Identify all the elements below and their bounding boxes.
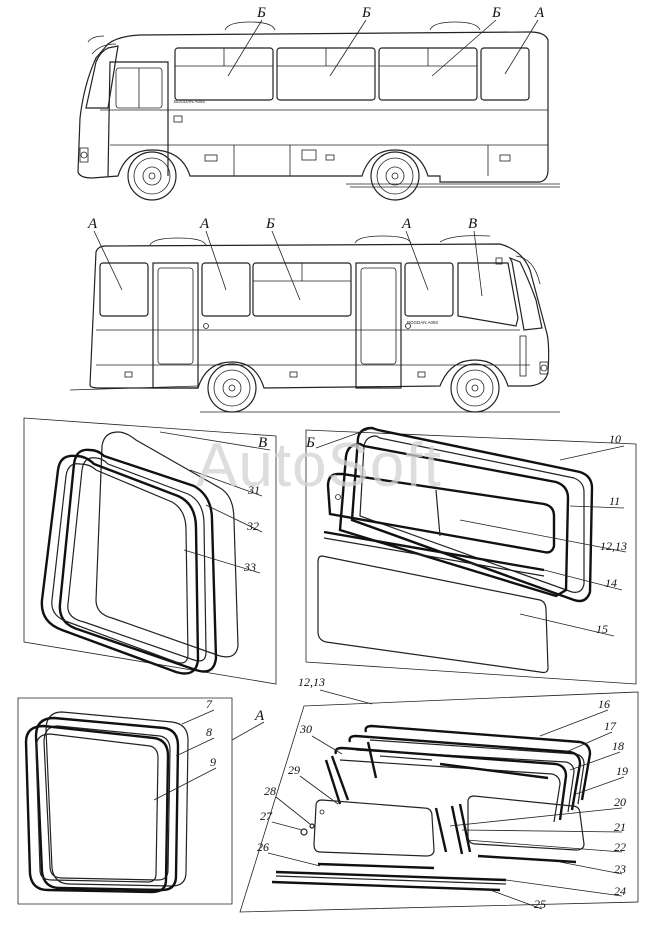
callout-12-13: 12,13 (600, 539, 627, 553)
callout-7: 7 (206, 697, 213, 711)
panel-view-v (23, 417, 277, 685)
bus-side-view-top: BOGDAN A092 (77, 21, 560, 201)
wheel-icon (370, 151, 420, 201)
callout-33: 33 (243, 560, 256, 574)
callout-24: 24 (614, 884, 626, 898)
bus-top-labels: Б Б Б А (227, 5, 545, 77)
panel-view-b (305, 426, 637, 685)
callout-17: 17 (604, 719, 617, 733)
callout-8: 8 (206, 725, 212, 739)
panel-v-labels: В 31 32 33 (159, 431, 271, 574)
label-a-1: А (534, 5, 545, 21)
label-a-3: А (199, 216, 210, 232)
wheel-icon (207, 363, 257, 413)
view-label-b: Б (305, 435, 315, 451)
callout-21: 21 (614, 820, 626, 834)
label-b-1: Б (256, 5, 266, 21)
label-b-3: Б (491, 5, 501, 21)
callout-31: 31 (247, 483, 260, 497)
bus-brand-text: BOGDAN A092 (407, 320, 439, 325)
callout-25: 25 (534, 897, 546, 911)
callout-9: 9 (210, 755, 216, 769)
bus-brand-text: BOGDAN A092 (174, 99, 206, 104)
panel-a-labels: А 7 8 9 (153, 697, 265, 801)
view-label-12-13: 12,13 (298, 675, 325, 689)
label-b-2: Б (361, 5, 371, 21)
callout-20: 20 (614, 795, 626, 809)
watermark-text: AutoSoft (196, 431, 442, 500)
panel-b-labels: Б 10 11 12,13 14 15 (305, 427, 627, 637)
callout-19: 19 (616, 764, 628, 778)
callout-30: 30 (299, 722, 312, 736)
callout-28: 28 (264, 784, 276, 798)
label-a-4: А (401, 216, 412, 232)
panel-detail-labels: 12,13 16 17 18 19 20 21 22 23 24 25 26 2… (257, 675, 628, 911)
callout-22: 22 (614, 840, 626, 854)
wheel-icon (450, 363, 500, 413)
panel-view-a (17, 697, 233, 905)
callout-10: 10 (609, 432, 621, 446)
callout-23: 23 (614, 862, 626, 876)
callout-16: 16 (598, 697, 610, 711)
view-label-a: А (254, 708, 265, 724)
callout-26: 26 (257, 840, 269, 854)
callout-32: 32 (246, 519, 259, 533)
label-a-2: А (87, 216, 98, 232)
callout-11: 11 (609, 494, 620, 508)
label-v-1: В (468, 216, 477, 232)
callout-29: 29 (288, 763, 300, 777)
bus-bottom-labels: А А Б А В (87, 216, 483, 301)
callout-18: 18 (612, 739, 624, 753)
wheel-icon (127, 151, 177, 201)
label-b-4: Б (265, 216, 275, 232)
callout-27: 27 (260, 809, 273, 823)
view-label-v: В (258, 435, 267, 451)
bus-side-view-bottom: BOGDAN A092 (69, 235, 560, 413)
